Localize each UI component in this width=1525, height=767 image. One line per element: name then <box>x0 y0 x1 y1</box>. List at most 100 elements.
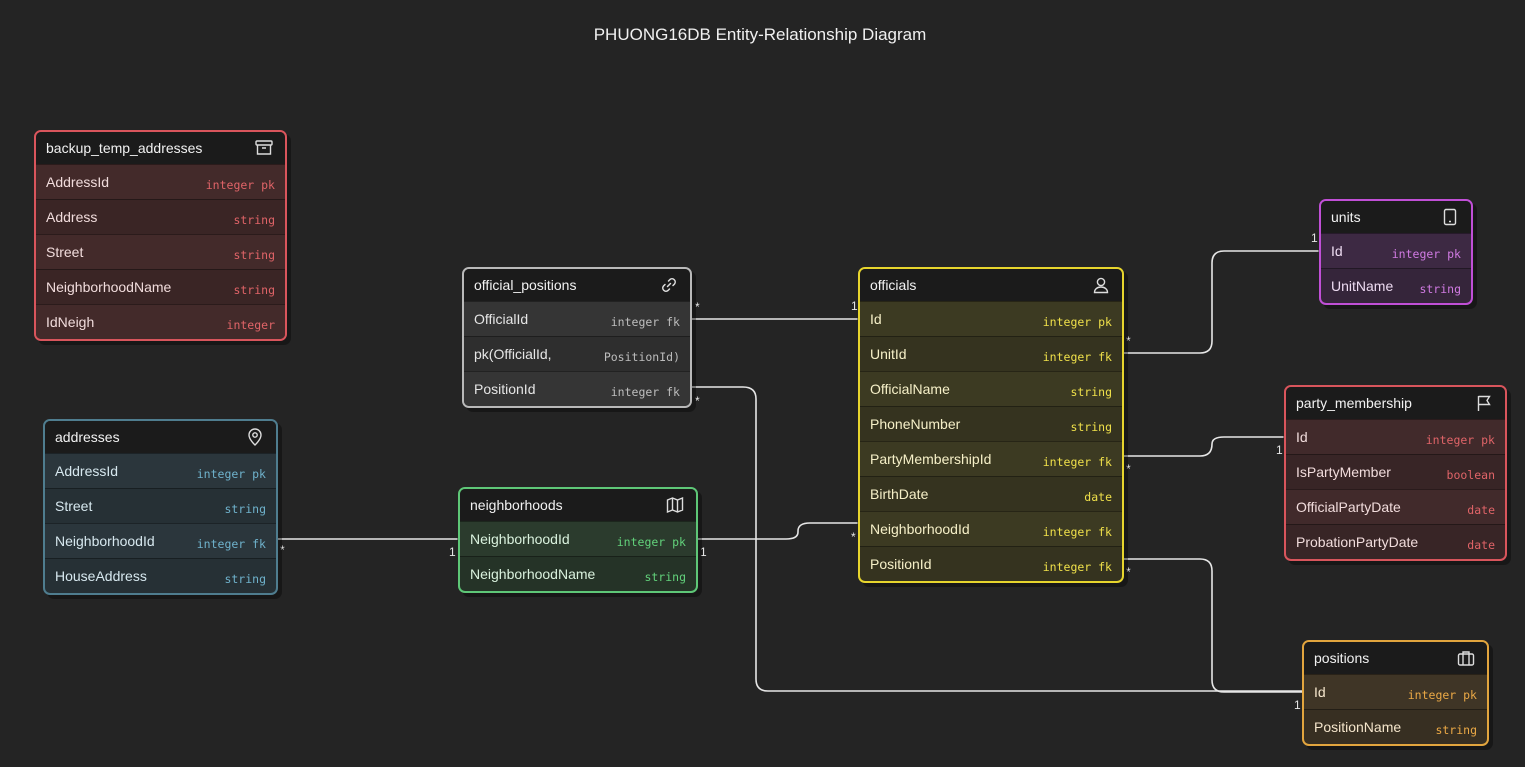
field-row[interactable]: OfficialPartyDate date <box>1286 489 1505 524</box>
field-name: UnitId <box>870 346 907 362</box>
field-row[interactable]: OfficialName string <box>860 371 1122 406</box>
entity-header[interactable]: units <box>1321 201 1471 233</box>
field-type: integer fk <box>1042 349 1112 364</box>
entity-header[interactable]: positions <box>1304 642 1487 674</box>
field-type: integer fk <box>610 384 680 399</box>
field-row[interactable]: Street string <box>36 234 285 269</box>
cardinality-many: * <box>1126 334 1131 348</box>
entity-name: officials <box>870 277 917 293</box>
cardinality-many: * <box>1126 565 1131 579</box>
field-name: ProbationPartyDate <box>1296 534 1419 550</box>
field-name: OfficialId <box>474 311 529 327</box>
field-type: integer pk <box>616 534 686 549</box>
user-icon <box>1090 274 1112 296</box>
link-icon <box>658 274 680 296</box>
field-type: integer pk <box>205 177 275 192</box>
field-row[interactable]: BirthDate date <box>860 476 1122 511</box>
field-row[interactable]: PhoneNumber string <box>860 406 1122 441</box>
field-name: Id <box>1331 243 1343 259</box>
cardinality-one: 1 <box>851 299 858 313</box>
field-type: string <box>233 282 275 297</box>
field-name: OfficialPartyDate <box>1296 499 1401 515</box>
field-type: integer pk <box>1391 246 1461 261</box>
field-name: Street <box>46 244 84 260</box>
field-name: NeighborhoodName <box>470 566 596 582</box>
field-row[interactable]: Id integer pk <box>1304 674 1487 709</box>
field-name: BirthDate <box>870 486 929 502</box>
field-name: Id <box>1296 429 1308 445</box>
field-type: string <box>1435 722 1477 737</box>
entity-positions[interactable]: positions Id integer pk PositionName strin… <box>1302 640 1489 746</box>
field-row[interactable]: pk(OfficialId,PositionId) <box>464 336 690 371</box>
entity-header[interactable]: party_membership <box>1286 387 1505 419</box>
entity-header[interactable]: officials <box>860 269 1122 301</box>
entity-header[interactable]: neighborhoods <box>460 489 696 521</box>
field-type: integer fk <box>610 314 680 329</box>
edge-officials-neighborhoods <box>688 522 860 540</box>
archive-icon <box>253 137 275 159</box>
field-type: string <box>224 571 266 586</box>
flag-icon <box>1473 392 1495 414</box>
field-type: boolean <box>1446 467 1495 482</box>
field-name: NeighborhoodId <box>470 531 570 547</box>
field-name: OfficialName <box>870 381 950 397</box>
field-row[interactable]: UnitId integer fk <box>860 336 1122 371</box>
field-name: pk(OfficialId, <box>474 346 552 362</box>
field-name: HouseAddress <box>55 568 147 584</box>
cardinality-many: * <box>280 543 285 557</box>
cardinality-one: 1 <box>1276 443 1283 457</box>
entity-header[interactable]: addresses <box>45 421 276 453</box>
field-type: integer pk <box>1407 687 1477 702</box>
field-type: integer fk <box>196 536 266 551</box>
entity-header[interactable]: official_positions <box>464 269 690 301</box>
field-row[interactable]: NeighborhoodId integer pk <box>460 521 696 556</box>
field-name: PositionName <box>1314 719 1402 735</box>
field-name: Street <box>55 498 93 514</box>
field-row[interactable]: Id integer pk <box>1321 233 1471 268</box>
map-pin-icon <box>244 426 266 448</box>
entity-name: units <box>1331 209 1361 225</box>
entity-neighborhoods[interactable]: neighborhoods NeighborhoodId integer pk N… <box>458 487 698 593</box>
field-row[interactable]: HouseAddress string <box>45 558 276 593</box>
entity-header[interactable]: backup_temp_addresses <box>36 132 285 164</box>
field-name: PhoneNumber <box>870 416 961 432</box>
field-type: date <box>1467 502 1495 517</box>
field-row[interactable]: OfficialId integer fk <box>464 301 690 336</box>
entity-name: official_positions <box>474 277 577 293</box>
field-name: PositionId <box>870 556 932 572</box>
map-icon <box>664 494 686 516</box>
field-type: string <box>233 212 275 227</box>
field-type: date <box>1084 489 1112 504</box>
field-name: Id <box>1314 684 1326 700</box>
field-type: string <box>1070 419 1112 434</box>
field-row[interactable]: PositionName string <box>1304 709 1487 744</box>
cardinality-one: 1 <box>449 545 456 559</box>
field-type: string <box>233 247 275 262</box>
field-type: string <box>1070 384 1112 399</box>
briefcase-icon <box>1455 647 1477 669</box>
